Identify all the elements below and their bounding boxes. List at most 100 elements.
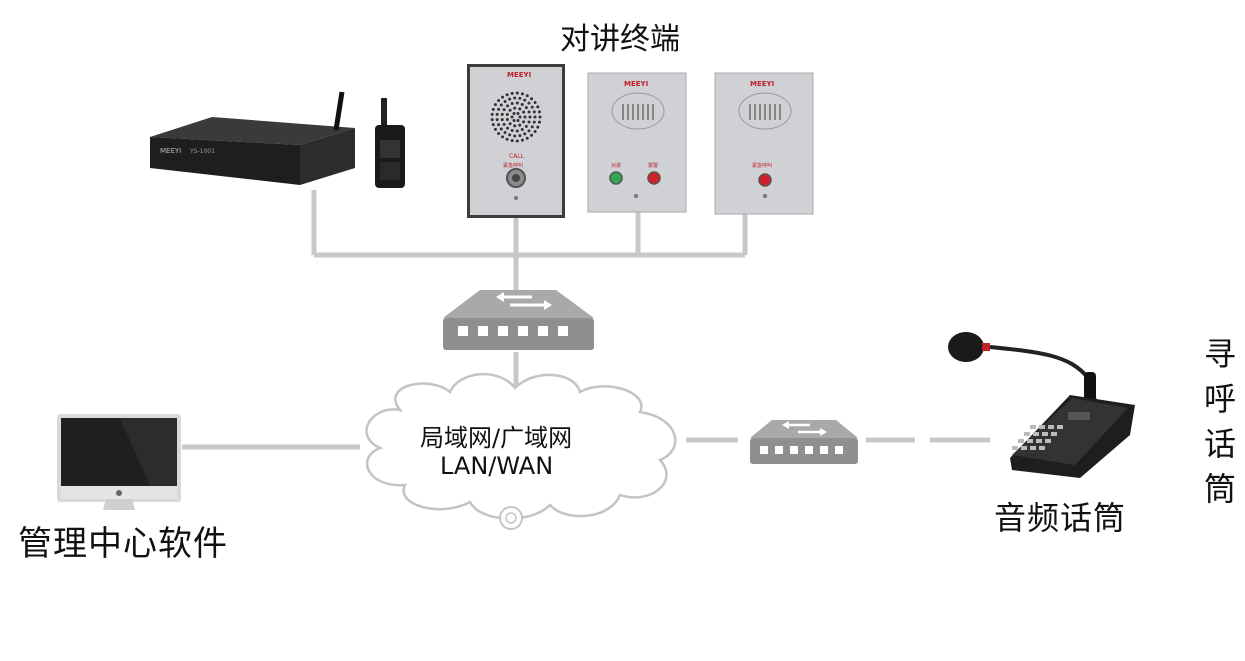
grille-hole — [524, 106, 528, 110]
grille-hole — [508, 122, 512, 126]
grille-hole — [500, 112, 504, 116]
panel2-brand: MEEYI — [624, 80, 648, 88]
grille-hole — [491, 107, 495, 111]
speaker-grille — [490, 91, 542, 143]
grille-hole — [523, 132, 527, 136]
grille-hole — [527, 120, 531, 124]
grille-hole — [493, 127, 497, 131]
grille-hole — [520, 128, 524, 132]
grille-hole — [505, 93, 509, 97]
network-switch-top — [443, 290, 594, 350]
grille-hole — [505, 118, 509, 122]
grille-hole — [518, 134, 522, 138]
grille-hole — [497, 123, 501, 127]
grille-hole — [502, 108, 506, 112]
grille-hole — [500, 118, 504, 122]
apple-logo-icon — [116, 490, 122, 496]
grille-hole — [516, 118, 520, 122]
keypad-key — [1042, 432, 1048, 436]
grille-hole — [525, 94, 529, 98]
grille-hole — [502, 122, 506, 126]
grille-hole — [533, 115, 537, 119]
grille-hole — [528, 115, 532, 119]
grille-hole — [508, 108, 512, 112]
grille-hole — [501, 95, 505, 99]
computer-monitor — [57, 414, 181, 510]
grille-hole — [510, 91, 514, 95]
grille-hole — [520, 102, 524, 106]
keypad-key — [1036, 439, 1042, 443]
microphone-head — [948, 332, 984, 362]
grille-hole — [501, 135, 505, 139]
server-brand: MEEYI — [160, 147, 181, 155]
connection-lines — [182, 190, 990, 450]
panel3-emergency-text: 紧急呼叫 — [752, 162, 772, 169]
grille-hole — [530, 105, 534, 109]
grille-hole — [510, 128, 514, 132]
grille-hole — [497, 98, 501, 102]
panel1-brand: MEEYI — [507, 71, 531, 79]
grille-hole — [536, 125, 540, 129]
keypad-key — [1045, 439, 1051, 443]
keypad-key — [1033, 432, 1039, 436]
grille-hole — [495, 118, 499, 122]
grille-hole — [536, 105, 540, 109]
grille-hole — [513, 124, 517, 128]
network-cloud-label-cn: 局域网/广域网 — [420, 424, 573, 452]
grille-hole — [490, 112, 494, 116]
grille-hole — [518, 123, 522, 127]
grille-hole — [533, 130, 537, 134]
keypad-key — [1030, 446, 1036, 450]
grille-hole — [520, 138, 524, 142]
grille-hole — [513, 96, 517, 100]
management-software-label: 管理中心软件 — [18, 524, 228, 564]
panel1-call-text: CALL — [509, 153, 525, 160]
grille-hole — [522, 120, 526, 124]
antenna — [333, 91, 345, 131]
keypad-key — [1039, 425, 1045, 429]
grille-hole — [493, 103, 497, 107]
network-cloud-label-en: LAN/WAN — [440, 452, 554, 480]
grille-hole — [533, 100, 537, 104]
alarm-button — [647, 171, 661, 185]
network-server-device: MEEYI YS-1001 — [150, 91, 355, 185]
grille-hole — [510, 139, 514, 143]
emergency-button — [758, 173, 772, 187]
grille-hole — [512, 112, 516, 116]
talk-button — [609, 171, 623, 185]
keypad-key — [1024, 432, 1030, 436]
keypad-key — [1051, 432, 1057, 436]
audio-microphone-label: 音频话筒 — [994, 499, 1127, 537]
grille-hole — [532, 110, 536, 114]
paging-microphone-console — [948, 332, 1135, 478]
panel2-talk-text: 对讲 — [611, 162, 621, 169]
grille-hole — [530, 133, 534, 137]
grille-hole — [497, 132, 501, 136]
grille-hole — [490, 118, 494, 122]
grille-hole — [537, 120, 541, 124]
server-model: YS-1001 — [189, 148, 215, 155]
keypad-key — [1048, 425, 1054, 429]
grille-hole — [510, 102, 514, 106]
grille-hole — [513, 106, 517, 110]
keypad-key — [1018, 439, 1024, 443]
panel2-alarm-text: 报警 — [648, 162, 658, 169]
grille-hole — [505, 137, 509, 141]
grille-hole — [515, 139, 519, 143]
grille-hole — [538, 115, 542, 119]
grille-hole — [513, 134, 517, 138]
grille-hole — [532, 120, 536, 124]
grille-hole — [508, 133, 512, 137]
grille-hole — [497, 107, 501, 111]
network-cloud — [365, 373, 677, 530]
grille-hole — [537, 110, 541, 114]
keypad-key — [1021, 446, 1027, 450]
grille-hole — [523, 98, 527, 102]
switch-arrows-icon — [496, 292, 552, 310]
grille-hole — [518, 107, 522, 111]
grille-hole — [530, 125, 534, 129]
grille-hole — [495, 112, 499, 116]
keypad-key — [1012, 446, 1018, 450]
grille-hole — [518, 96, 522, 100]
keypad-key — [1027, 439, 1033, 443]
